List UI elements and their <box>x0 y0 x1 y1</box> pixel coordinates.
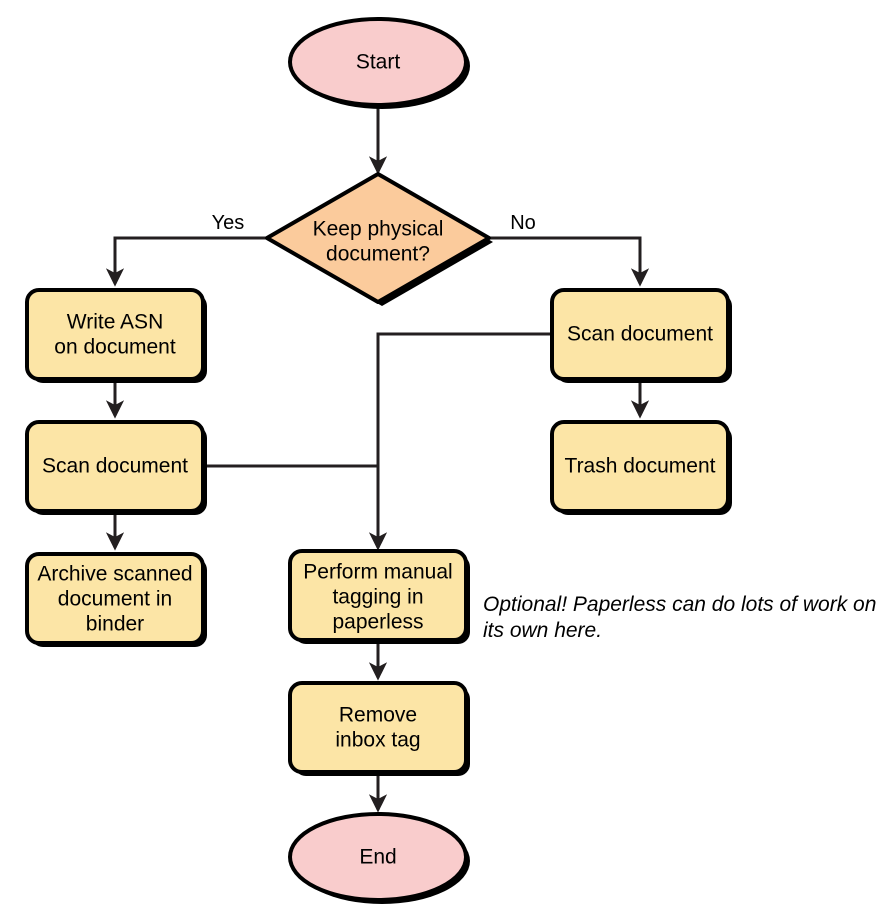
end-ellipse <box>288 812 468 902</box>
decision-label-line1: Keep physical <box>313 218 444 241</box>
scan-right-box <box>550 288 730 381</box>
node-trash-document[interactable]: Trash document <box>550 420 732 515</box>
decision-label-line2: document? <box>326 243 430 266</box>
edge-label-no: No <box>510 212 536 234</box>
node-decision-keep-physical-document[interactable]: Keep physical document? <box>265 172 493 306</box>
annotation-note: Optional! Paperless can do lots of work … <box>483 593 876 642</box>
tagging-label-line3: paperless <box>332 611 423 634</box>
scan-left-label: Scan document <box>42 455 188 478</box>
write-asn-label-line2: on document <box>54 336 176 359</box>
node-start[interactable]: Start <box>288 17 470 109</box>
archive-label-line3: binder <box>86 613 144 636</box>
node-end[interactable]: End <box>288 812 470 904</box>
node-remove-inbox-tag[interactable]: Remove inbox tag <box>288 681 470 776</box>
edge-scan-right-to-tagging <box>368 332 552 551</box>
node-perform-manual-tagging[interactable]: Perform manual tagging in paperless <box>288 549 470 644</box>
remove-inbox-label-line2: inbox tag <box>335 729 420 752</box>
remove-inbox-box <box>288 681 468 774</box>
start-label: Start <box>356 51 401 74</box>
edge-label-yes: Yes <box>212 212 245 234</box>
write-asn-box <box>25 288 205 381</box>
tagging-label-line1: Perform manual <box>303 561 452 584</box>
node-scan-document-right[interactable]: Scan document <box>550 288 732 383</box>
trash-box <box>550 420 730 513</box>
edge-decision-no-to-scan-right <box>489 236 650 287</box>
archive-box <box>25 552 205 645</box>
remove-inbox-label-line1: Remove <box>339 704 417 727</box>
node-scan-document-left[interactable]: Scan document <box>25 420 207 515</box>
edges-layer <box>105 105 650 813</box>
archive-label-line1: Archive scanned <box>37 563 192 586</box>
tagging-box <box>288 549 468 642</box>
archive-label-line2: document in <box>58 588 172 611</box>
scan-right-label: Scan document <box>567 323 713 346</box>
end-label: End <box>359 846 396 869</box>
trash-label: Trash document <box>565 455 716 478</box>
decision-diamond <box>265 172 491 304</box>
note-line2: its own here. <box>483 619 602 642</box>
scan-left-box <box>25 420 205 513</box>
tagging-label-line2: tagging in <box>332 586 423 609</box>
write-asn-label-line1: Write ASN <box>67 311 163 334</box>
start-ellipse <box>288 17 468 107</box>
edge-decision-yes-to-write-asn <box>105 236 267 287</box>
node-write-asn[interactable]: Write ASN on document <box>25 288 207 383</box>
note-line1: Optional! Paperless can do lots of work … <box>483 593 876 616</box>
node-archive-binder[interactable]: Archive scanned document in binder <box>25 552 207 647</box>
